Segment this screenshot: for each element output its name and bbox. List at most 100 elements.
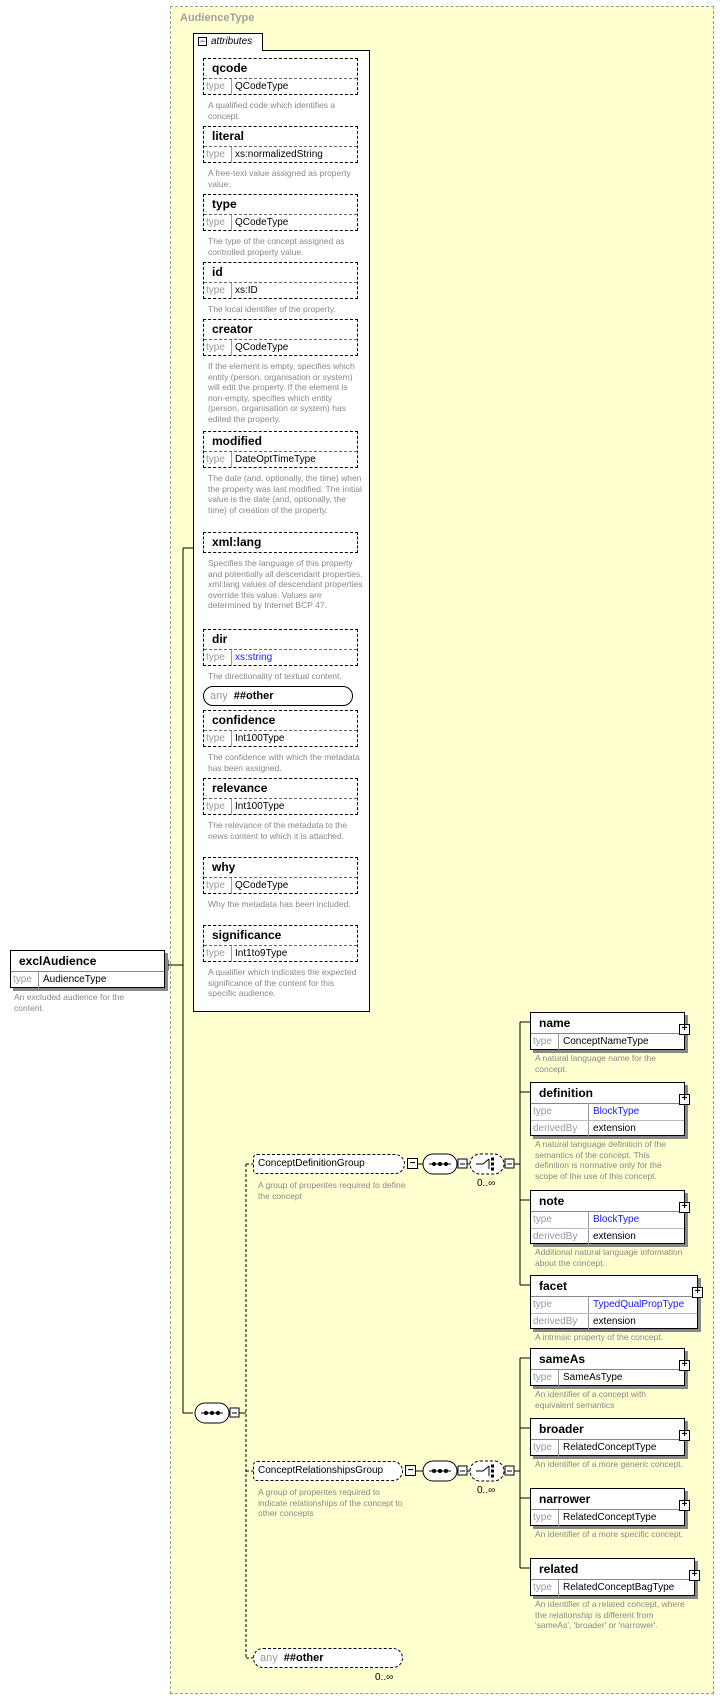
group-description: A group of properites required to indica… [258,1487,403,1518]
group-collapse-icon[interactable]: − [407,1158,418,1169]
derived-key: derivedBy [531,1121,589,1137]
any-value: ##other [233,690,274,702]
any-value: ##other [283,1652,324,1664]
choice-dot [491,1157,494,1161]
group-collapse-icon[interactable]: − [405,1465,416,1476]
type-value: BlockType [593,1106,640,1117]
type-key: type [204,215,232,231]
type-key: type [531,1034,559,1050]
attribute-description: A free-text value assigned as property v… [208,168,351,189]
attribute-description: A qualified code which identifies a conc… [208,100,336,121]
element-type: type TypedQualPropType [531,1297,697,1314]
type-value: DateOptTimeType [235,454,316,465]
element-description: An identifier of a related concept, wher… [535,1599,685,1630]
sequence-dot [438,1469,442,1473]
sequence-dot [444,1162,448,1166]
any-element[interactable]: any##other [253,1648,403,1668]
element-type: type SameAsType [531,1370,684,1386]
collapse-icon[interactable]: − [198,36,207,46]
element-description: A intrinsic property of the concept. [535,1332,664,1342]
derived-value: extension [593,1123,636,1134]
type-value: xs:string [235,652,273,663]
type-key: type [204,799,232,815]
attribute-name: type [204,195,357,215]
choice-line [482,1465,490,1472]
type-value: AudienceType [43,974,107,985]
expand-icon[interactable]: + [679,1094,690,1105]
type-value: QCodeType [235,880,289,891]
expand-icon[interactable]: + [692,1287,703,1298]
attribute-description: The local identifier of the property. [208,304,336,314]
type-key: type [531,1370,559,1386]
type-key: type [204,283,232,299]
attribute-description: The confidence with which the metadata h… [208,752,360,773]
expand-icon[interactable]: + [679,1202,690,1213]
expand-icon[interactable]: + [679,1024,690,1035]
element-derived: derivedBy extension [531,1121,684,1137]
group-1[interactable]: ConceptRelationshipsGroup [253,1461,403,1481]
choice-dot [491,1474,494,1478]
type-value: QCodeType [235,342,289,353]
attribute-6[interactable]: xml:lang [203,532,358,553]
attribute-description: Specifies the language of this property … [208,558,363,610]
type-key: type [531,1297,589,1313]
type-name: AudienceType [180,12,255,24]
sequence-dot [432,1469,436,1473]
root-element-name: exclAudience [11,951,164,972]
attribute-name: literal [204,127,357,147]
type-value: SameAsType [563,1372,623,1383]
group-0[interactable]: ConceptDefinitionGroup [253,1154,405,1174]
attribute-name: creator [204,320,357,340]
attribute-description: If the element is empty, specifies which… [208,361,355,424]
attributes-label: attributes [211,36,253,47]
attribute-name: modified [204,432,357,452]
expand-icon[interactable]: + [679,1360,690,1371]
expand-icon[interactable]: + [689,1570,700,1581]
expand-icon[interactable]: + [679,1430,690,1441]
attribute-name: dir [204,630,357,650]
attribute-description: The date (and, optionally, the time) whe… [208,473,362,515]
type-key: type [204,731,232,747]
element-description: A natural language definition of the sem… [535,1139,666,1181]
expand-icon[interactable]: + [679,1500,690,1511]
root-element[interactable]: exclAudience type AudienceType [10,950,165,988]
attribute-description: A qualifier which indicates the expected… [208,967,357,998]
attributes-tab[interactable]: − attributes [193,33,263,51]
element-description: A natural language name for the concept. [535,1053,656,1074]
type-value: RelatedConceptBagType [563,1582,675,1593]
type-key: type [204,147,232,163]
any-attribute[interactable]: any##other [203,686,353,706]
type-value: TypedQualPropType [593,1299,685,1310]
choice-line [482,1158,490,1165]
